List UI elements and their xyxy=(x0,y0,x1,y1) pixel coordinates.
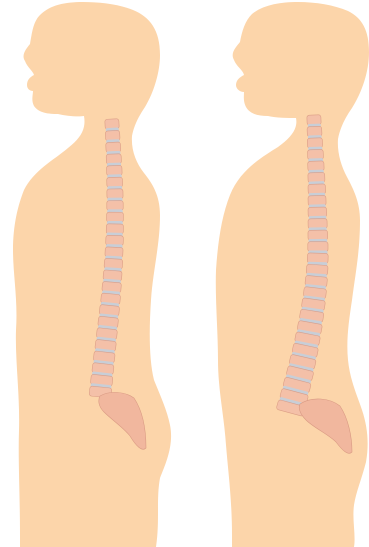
normal-vertebra xyxy=(107,201,123,211)
body-silhouette-normal xyxy=(13,2,171,547)
figure-curved xyxy=(216,2,369,547)
figure-normal xyxy=(13,2,171,547)
normal-vertebra xyxy=(107,189,123,199)
normal-vertebra xyxy=(107,212,124,222)
curved-vertebra xyxy=(308,242,328,252)
normal-vertebra xyxy=(106,224,123,234)
curved-vertebra xyxy=(308,230,328,240)
body-silhouette-curved xyxy=(216,2,369,547)
